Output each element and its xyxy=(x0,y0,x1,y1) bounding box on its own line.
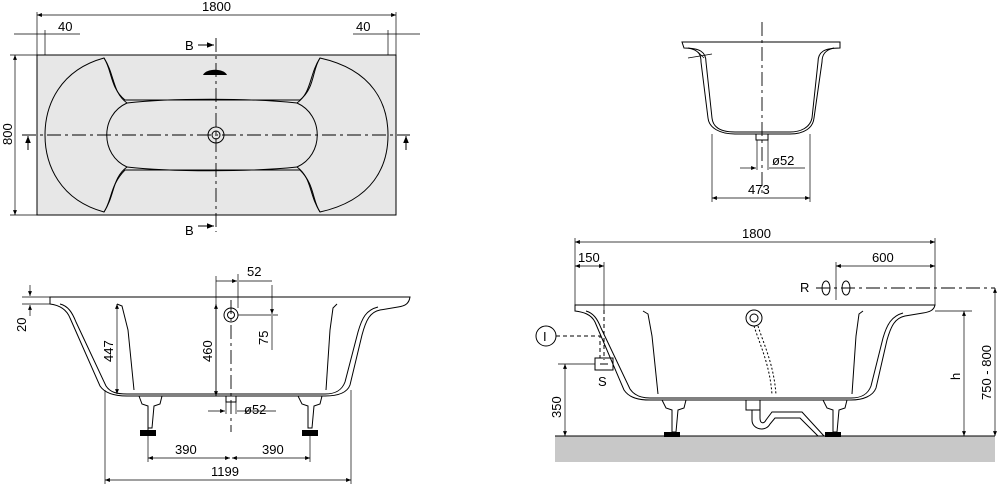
dim-inner-depth: 447 xyxy=(101,340,116,362)
end-view: ø52 473 xyxy=(681,22,841,202)
dim-leg-left: 390 xyxy=(175,442,197,457)
label-tap: R xyxy=(800,280,809,295)
dim-rim-range: 750 - 800 xyxy=(979,345,994,400)
dim-right-rim: 40 xyxy=(356,19,370,34)
dim-floor-height: 350 xyxy=(549,396,564,418)
install-view: I S R 1800 150 600 350 h 750 - 800 xyxy=(535,226,997,462)
overflow-icon xyxy=(203,69,227,75)
dim-wall-offset: 150 xyxy=(578,250,600,265)
dim-overflow-height: 460 xyxy=(200,340,215,362)
overflow-fitting xyxy=(745,309,763,327)
dim-bottom-width: 473 xyxy=(748,182,770,197)
long-section: 20 447 460 52 75 ø52 390 390 1199 xyxy=(14,264,411,484)
dim-width: 800 xyxy=(0,123,15,145)
floor xyxy=(555,436,995,462)
dim-leg-right: 390 xyxy=(262,442,284,457)
top-view: B B 1800 40 40 800 xyxy=(0,0,420,238)
dim-overflow-dist: 75 xyxy=(256,331,271,345)
dim-base-length: 1199 xyxy=(211,464,239,479)
section-mark-top: B xyxy=(185,38,194,53)
dim-overflow-offset: 52 xyxy=(247,264,261,279)
dim-install-length: 1800 xyxy=(742,226,771,241)
dim-drain-dia: ø52 xyxy=(772,153,794,168)
dim-drain-dia-2: ø52 xyxy=(244,402,266,417)
label-inlet: I xyxy=(543,329,547,344)
label-height: h xyxy=(948,373,963,380)
leg-left xyxy=(138,395,163,436)
basin-outline xyxy=(44,57,389,213)
dim-left-rim: 40 xyxy=(58,19,72,34)
dim-length: 1800 xyxy=(202,0,231,14)
dim-tap-offset: 600 xyxy=(872,250,894,265)
label-supply: S xyxy=(598,374,607,389)
section-mark-bottom: B xyxy=(185,223,194,238)
leg-right xyxy=(297,395,323,436)
dim-rim-height: 20 xyxy=(14,318,29,332)
